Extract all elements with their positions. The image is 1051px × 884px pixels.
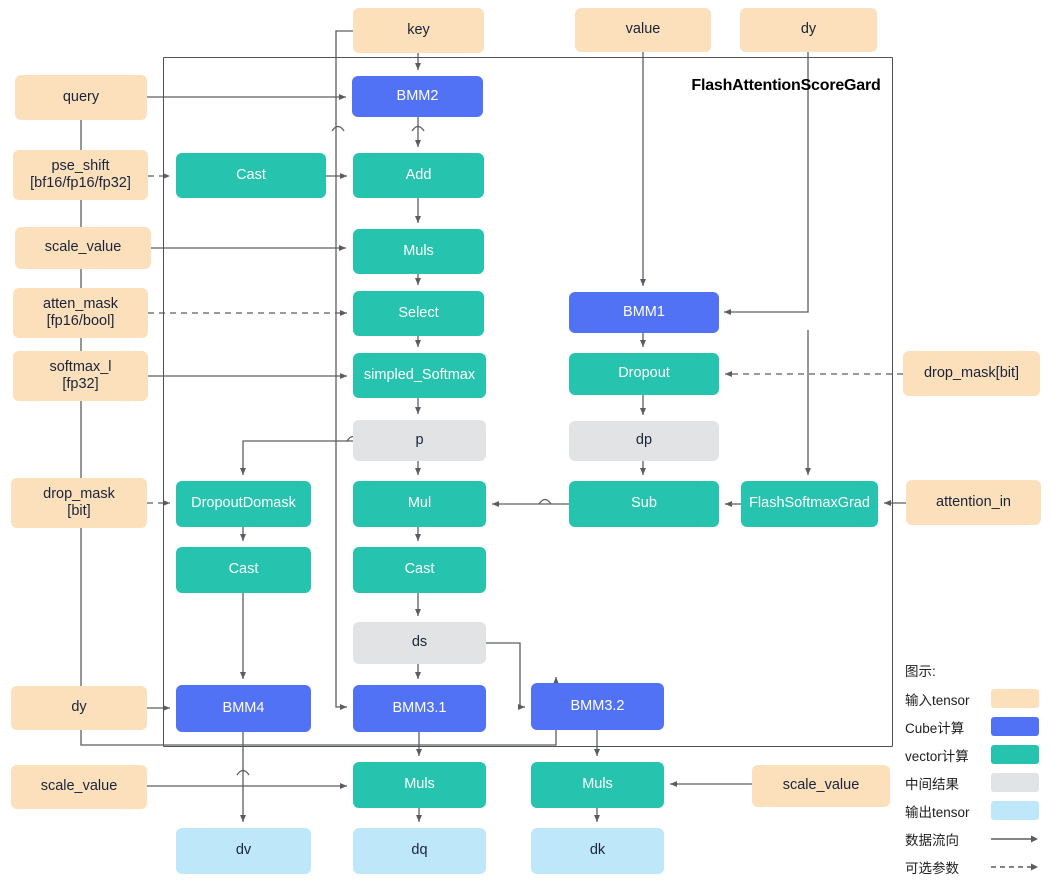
node-mul[interactable]: Mul: [353, 481, 486, 527]
node-dropoutdomask[interactable]: DropoutDomask: [176, 481, 311, 527]
node-simpled_softmax[interactable]: simpled_Softmax: [353, 353, 486, 398]
group-title: FlashAttentionScoreGard: [691, 77, 881, 94]
legend-item-5: 数据流向: [905, 828, 1045, 849]
node-dy_left[interactable]: dy: [11, 686, 147, 730]
node-select[interactable]: Select: [353, 291, 484, 336]
node-p[interactable]: p: [353, 420, 486, 461]
legend-swatch: [991, 801, 1039, 820]
legend-item-label: 数据流向: [905, 832, 959, 848]
node-cast_mul[interactable]: Cast: [353, 547, 486, 593]
legend-item-label: 可选参数: [905, 860, 959, 876]
node-bmm2[interactable]: BMM2: [352, 76, 483, 117]
node-softmax_l[interactable]: softmax_l [fp32]: [13, 351, 148, 401]
node-scale_value_1[interactable]: scale_value: [15, 227, 151, 269]
node-bmm4[interactable]: BMM4: [176, 685, 311, 732]
node-dy_top[interactable]: dy: [740, 8, 877, 52]
legend-item-label: 中间结果: [905, 776, 959, 792]
legend-item-3: 中间结果: [905, 772, 1045, 793]
node-dk[interactable]: dk: [531, 828, 664, 874]
node-value[interactable]: value: [575, 8, 711, 52]
legend-title: 图示:: [905, 664, 936, 679]
node-pse_shift[interactable]: pse_shift [bf16/fp16/fp32]: [13, 150, 148, 200]
legend-swatch: [991, 717, 1039, 736]
legend-item-label: 输入tensor: [905, 692, 970, 708]
node-key[interactable]: key: [353, 8, 484, 53]
node-flashsoftmaxgrad[interactable]: FlashSoftmaxGrad: [741, 481, 878, 527]
legend-item-label: vector计算: [905, 748, 969, 764]
legend-swatch: [991, 745, 1039, 764]
node-drop_mask_right[interactable]: drop_mask[bit]: [903, 351, 1040, 396]
node-ds[interactable]: ds: [353, 622, 486, 664]
node-muls_top[interactable]: Muls: [353, 229, 484, 274]
node-cast_pse[interactable]: Cast: [176, 153, 326, 198]
node-scale_value_3[interactable]: scale_value: [752, 765, 890, 807]
node-attention_in[interactable]: attention_in: [906, 480, 1041, 525]
node-dv[interactable]: dv: [176, 828, 311, 874]
node-drop_mask_left[interactable]: drop_mask [bit]: [11, 478, 147, 528]
legend-swatch: [991, 689, 1039, 708]
node-dropout[interactable]: Dropout: [569, 353, 719, 395]
node-dp[interactable]: dp: [569, 421, 719, 461]
legend-item-4: 输出tensor: [905, 800, 1045, 821]
node-muls_dk[interactable]: Muls: [531, 762, 664, 808]
node-bmm31[interactable]: BMM3.1: [353, 685, 486, 732]
node-add[interactable]: Add: [353, 153, 484, 198]
legend-item-2: vector计算: [905, 744, 1045, 765]
node-bmm32[interactable]: BMM3.2: [531, 683, 664, 730]
node-cast_dropout[interactable]: Cast: [176, 547, 311, 593]
node-atten_mask[interactable]: atten_mask [fp16/bool]: [13, 288, 148, 338]
dashed-arrow-icon: [991, 863, 1038, 870]
node-bmm1[interactable]: BMM1: [569, 292, 719, 333]
node-scale_value_2[interactable]: scale_value: [11, 765, 147, 809]
node-query[interactable]: query: [15, 75, 147, 120]
node-sub[interactable]: Sub: [569, 481, 719, 527]
node-muls_dq[interactable]: Muls: [353, 762, 486, 808]
legend-item-1: Cube计算: [905, 716, 1045, 737]
legend-item-label: Cube计算: [905, 720, 965, 736]
legend-swatch: [991, 773, 1039, 792]
legend-item-6: 可选参数: [905, 856, 1045, 877]
node-dq[interactable]: dq: [353, 828, 486, 874]
legend-item-label: 输出tensor: [905, 804, 970, 820]
legend-item-0: 输入tensor: [905, 688, 1045, 709]
solid-arrow-icon: [991, 835, 1038, 842]
